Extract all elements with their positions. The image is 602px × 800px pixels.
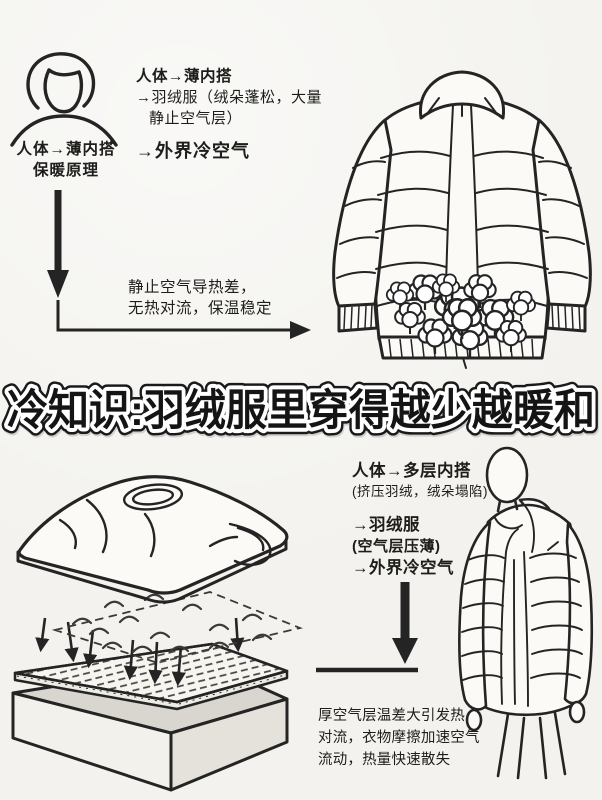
- right-arrow: [290, 321, 311, 339]
- bottom-flow-line1: 人体→多层内搭: [352, 462, 471, 480]
- down-flow-arrows: [35, 617, 245, 687]
- top-flow-line2: →羽绒服（绒朵蓬松，大量: [136, 89, 323, 106]
- top-flow-text: 人体→薄内搭 →羽绒服（绒朵蓬松，大量 静止空气层） →外界冷空气: [136, 66, 322, 162]
- figure-caption: 人体→薄内搭 保暖原理: [0, 139, 132, 181]
- bottom-flow-line4: (空气层压薄): [352, 538, 441, 555]
- bottom-flow-line5: →外界冷空气: [352, 559, 454, 577]
- person-wearing-down-jacket-illustration: [458, 446, 594, 780]
- title-outline-layer: 冷知识:羽绒服里穿得越少越暖和: [7, 387, 595, 435]
- top-note-line2: 无热对流，保温稳定: [128, 300, 273, 317]
- bottom-flow-line2: (挤压羽绒，绒朵塌陷): [352, 484, 488, 499]
- main-title: 冷知识:羽绒服里穿得越少越暖和 冷知识:羽绒服里穿得越少越暖和: [1, 381, 602, 442]
- bottom-note-line3: 流动，热量快速散失: [318, 752, 451, 768]
- bottom-note-line1: 厚空气层温差大引发热: [318, 708, 465, 724]
- title-text: 冷知识:羽绒服里穿得越少越暖和: [7, 387, 595, 435]
- down-jacket-front-illustration: [332, 70, 592, 369]
- bottom-flow-text: 人体→多层内搭 (挤压羽绒，绒朵塌陷) →羽绒服 (空气层压薄) →外界冷空气: [352, 460, 488, 579]
- down-arrow: [47, 270, 69, 298]
- down-right-flow-arrow: [47, 190, 311, 339]
- figure-caption-line2: 保暖原理: [32, 162, 99, 179]
- person-bust-illustration: [10, 52, 118, 147]
- bottom-note: 厚空气层温差大引发热 对流，衣物摩擦加速空气 流动，热量快速散失: [318, 705, 480, 771]
- top-flow-line3: 静止空气层）: [149, 110, 243, 127]
- bottom-down-arrow: [316, 582, 418, 673]
- folded-sweater-illustration: [16, 475, 289, 604]
- top-flow-line1: 人体→薄内搭: [136, 68, 233, 85]
- top-flow-line4: →外界冷空气: [136, 141, 250, 161]
- compressed-layers-illustration: [11, 475, 303, 792]
- top-note: 静止空气导热差， 无热对流，保温稳定: [128, 277, 272, 319]
- bottom-flow-line3: →羽绒服: [352, 516, 420, 534]
- figure-caption-line1: 人体→薄内搭: [16, 141, 116, 158]
- down-arrow: [392, 638, 418, 664]
- bottom-note-line2: 对流，衣物摩擦加速空气: [318, 730, 480, 746]
- top-note-line1: 静止空气导热差，: [128, 279, 257, 296]
- loose-down-layer-illustration: [51, 591, 303, 663]
